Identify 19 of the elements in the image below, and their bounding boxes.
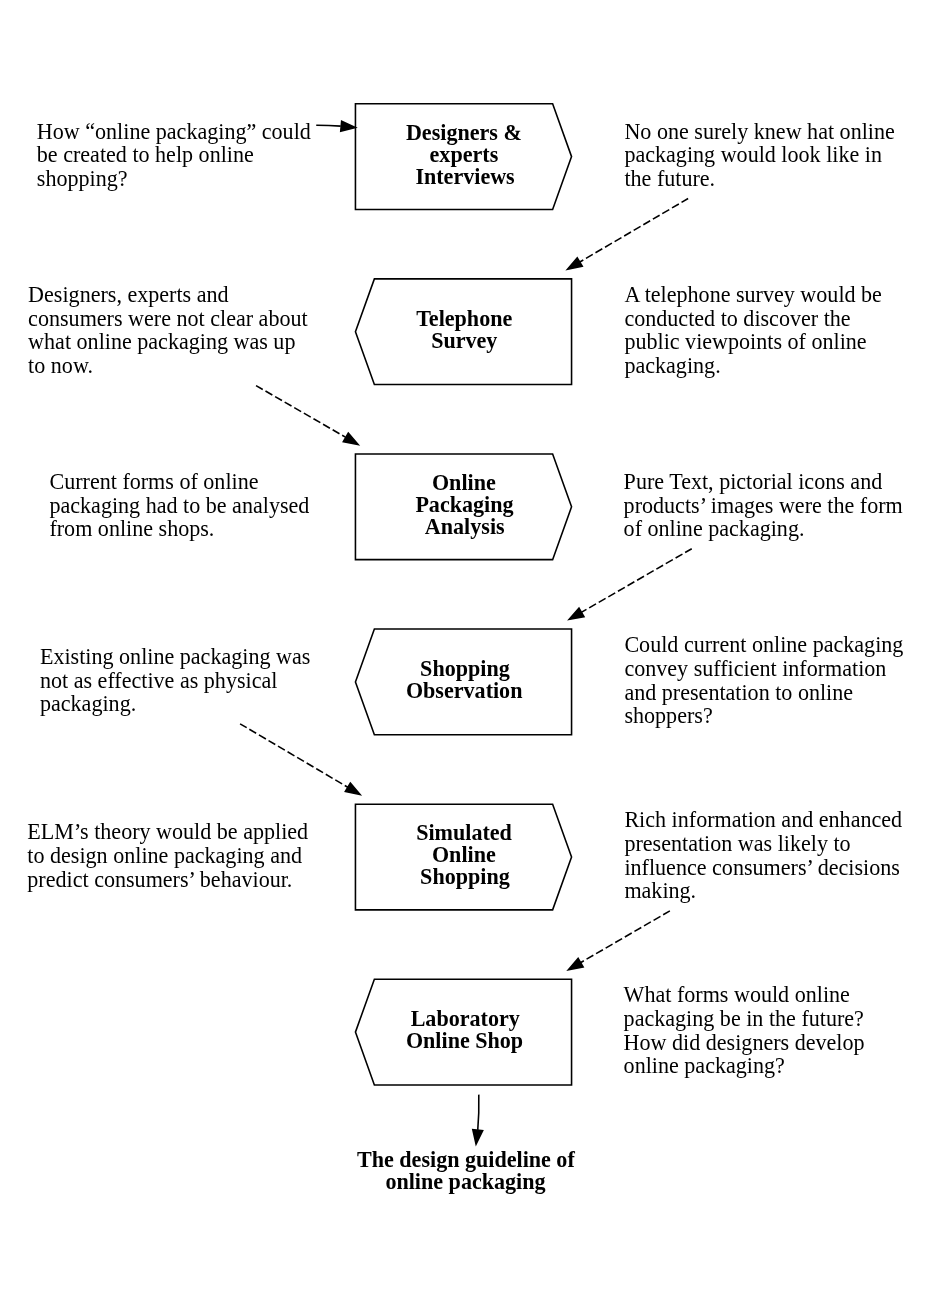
node-text: Pure Text, pictorial icons and products’ images were the form of online packaging. [623, 468, 903, 542]
node-text: Designers, experts and consumers were not clear about what online packaging was up to now. [28, 282, 308, 379]
node-label: ELM’s theory would be applied to design online packaging and predict consumers’ behaviour. [27, 819, 309, 892]
arrow [566, 910, 671, 971]
arrow [565, 197, 689, 271]
arrow [471, 1093, 484, 1147]
node-label: A telephone survey would be conducted to discover the public viewpoints of online packaging. [624, 282, 882, 379]
node-label: What forms would online packaging be in the future? How did designers develop online packaging? [623, 982, 865, 1079]
node-label: Could current online packaging convey sufficient information and presentation to online shoppers? [624, 632, 904, 729]
node-text: Rich information and enhanced presentation was likely to influence consumers’ decisions making. [624, 807, 903, 904]
node-label: Current forms of online packaging had to be analysed from online shops. [49, 468, 310, 542]
arrow [567, 547, 693, 621]
arrow [315, 120, 358, 133]
node-text: How “online packaging” could be created to help online shopping? [36, 118, 311, 192]
node-text: The design guideline of online packaging [357, 1147, 575, 1195]
arrow [239, 723, 363, 796]
node-text: Existing online packaging was not as effective as physical packaging. [39, 644, 311, 717]
node-text: No one surely knew hat online packaging would look like in the future. [624, 118, 895, 192]
arrow [255, 384, 361, 446]
